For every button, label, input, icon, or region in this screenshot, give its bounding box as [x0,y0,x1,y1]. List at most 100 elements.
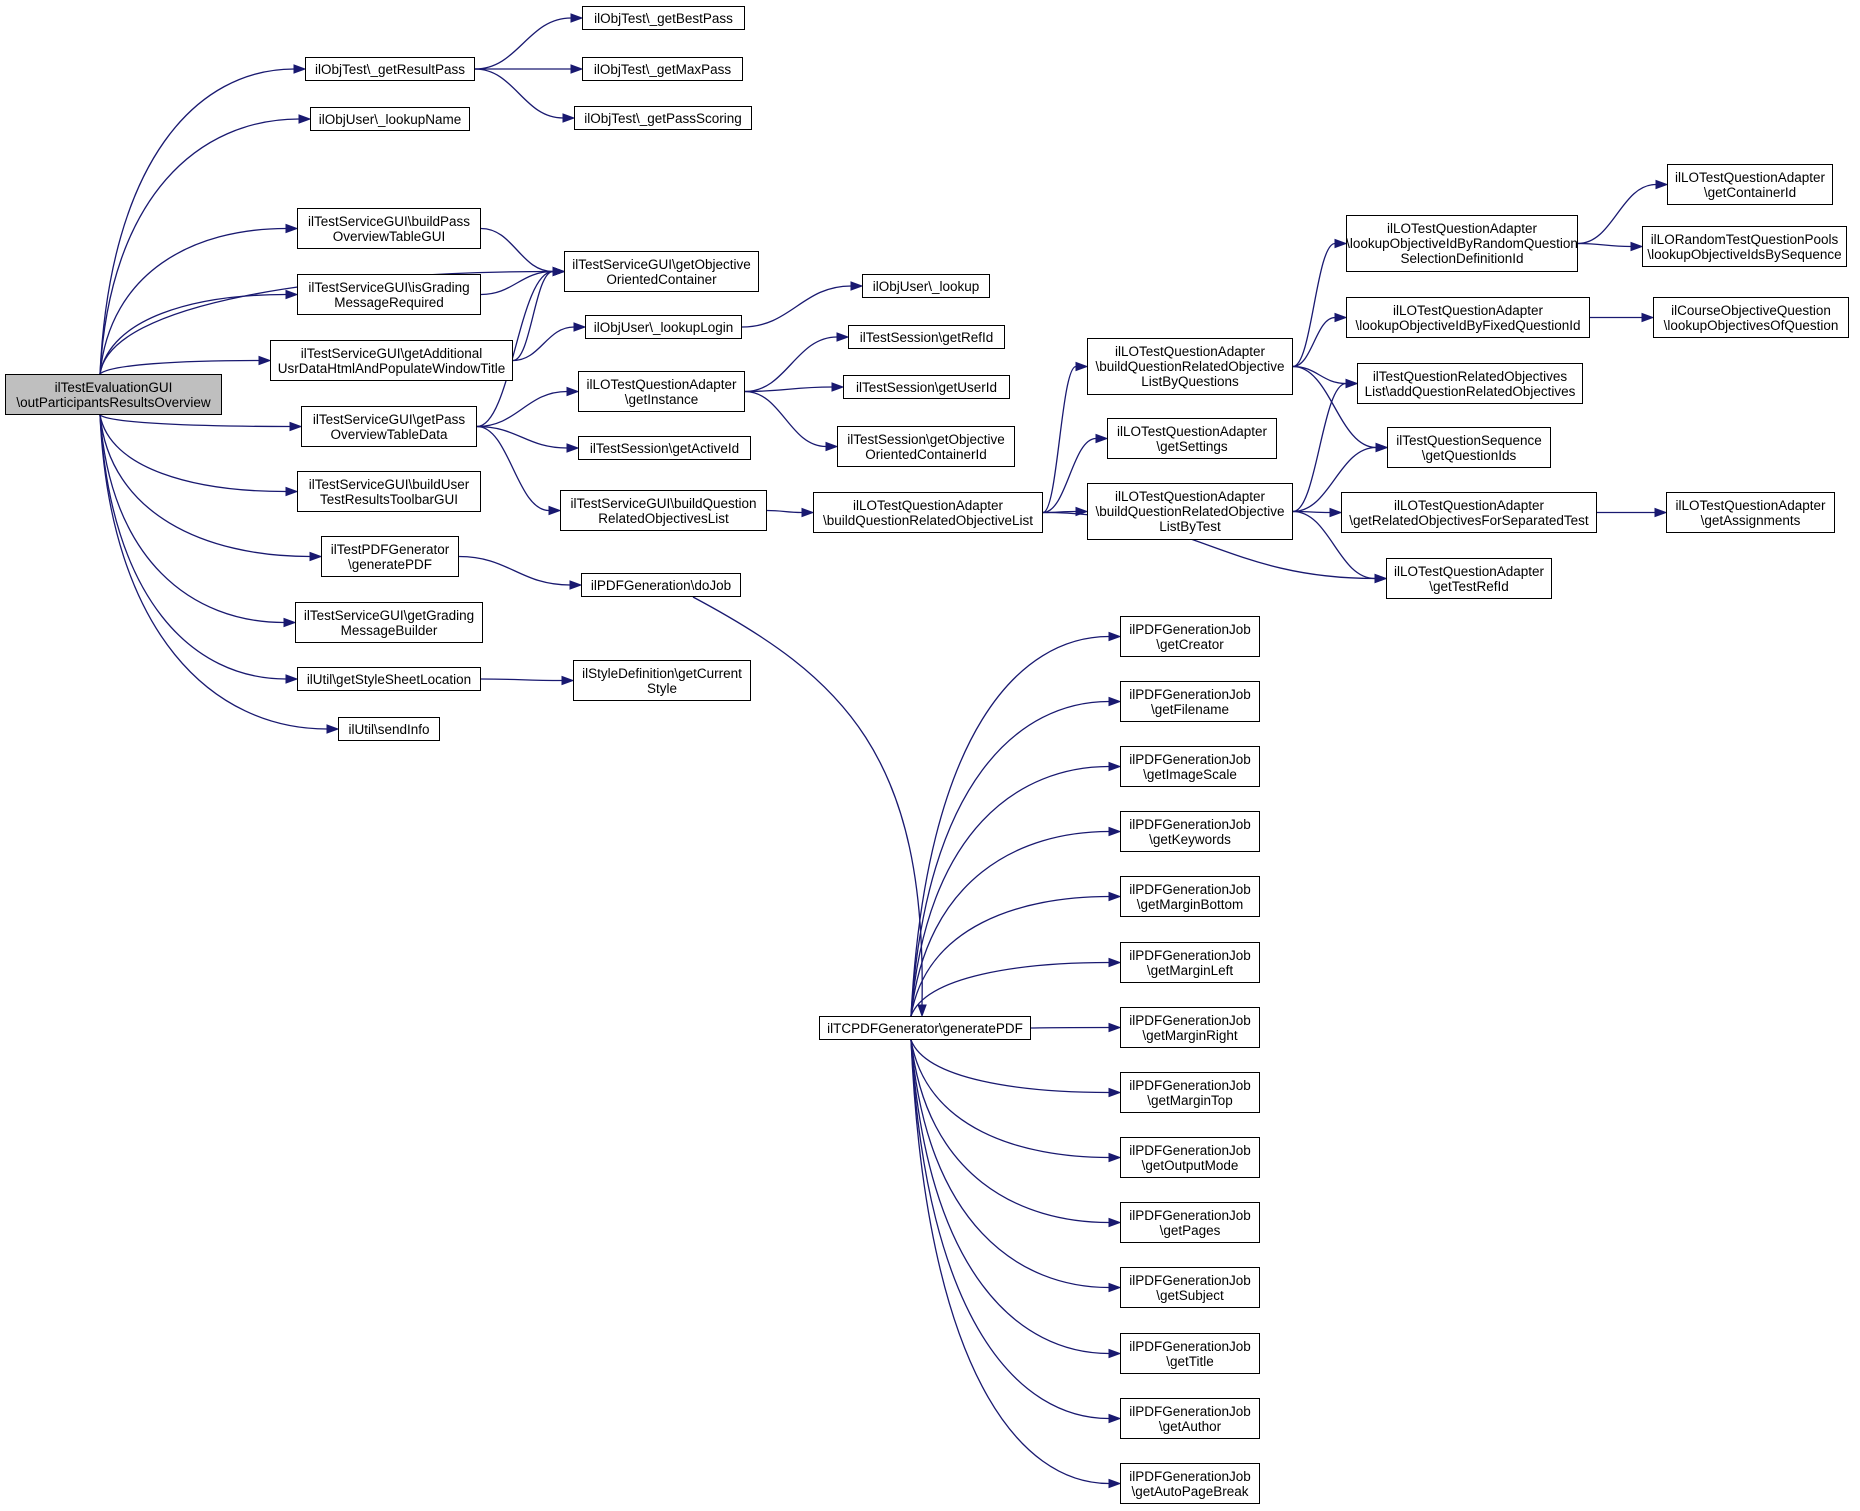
graph-node-test-pdf-generate[interactable]: ilTestPDFGenerator\generatePDF [321,536,459,577]
edge-listByQuestions-to-lookupByRandom [1292,242,1336,368]
graph-node-get-max-pass[interactable]: ilObjTest\_getMaxPass [582,57,743,81]
graph-node-label: ilPDFGenerationJob [1129,621,1251,637]
graph-node-send-info[interactable]: ilUtil\sendInfo [338,717,440,741]
edge-arrowhead [1345,378,1359,389]
graph-node-label: ilTestServiceGUI\getGrading [303,607,475,623]
graph-node-label: ilPDFGenerationJob [1129,1012,1251,1028]
edge-getPassOverviewTableData-to-getObjectiveOrientedContainer [476,270,554,428]
edge-tcpdfGenerate-to-getKeywords [910,830,1110,1017]
graph-node-get-creator[interactable]: ilPDFGenerationJob\getCreator [1120,616,1260,657]
graph-node-lookup-objectives-of-question[interactable]: ilCourseObjectiveQuestion\lookupObjectiv… [1653,297,1849,338]
graph-node-get-result-pass[interactable]: ilObjTest\_getResultPass [305,57,475,81]
graph-node-label: ListByTest [1159,519,1221,534]
graph-node-get-auto-page-break[interactable]: ilPDFGenerationJob\getAutoPageBreak [1120,1463,1260,1504]
graph-node-lookup-login[interactable]: ilObjUser\_lookupLogin [585,315,742,339]
graph-node-label: OverviewTableGUI [332,228,446,244]
graph-node-get-style-sheet-location[interactable]: ilUtil\getStyleSheetLocation [297,667,481,691]
edge-arrowhead [285,486,299,497]
edge-listByQuestions-to-getQuestionIds [1292,365,1377,449]
graph-node-label: ilTestSession\getRefId [859,329,994,345]
edge-buildQuestionRelatedObjectiveList-to-getSettings [1042,437,1097,514]
graph-node-label: UsrDataHtmlAndPopulateWindowTitle [277,360,506,376]
edge-buildQuestionRelatedObjectiveList-to-listByQuestions [1042,365,1077,514]
edge-arrowhead [850,281,864,291]
edge-listByQuestions-to-addQuestionRelatedObjectives [1292,365,1347,385]
graph-node-build-question-related-objective-list[interactable]: ilLOTestQuestionAdapter\buildQuestionRel… [813,492,1043,533]
edge-tcpdfGenerate-to-getOutputMode [910,1039,1110,1159]
graph-node-get-related-objectives-for-separated-test[interactable]: ilLOTestQuestionAdapter\getRelatedObject… [1341,492,1597,533]
graph-node-lookup-objective-ids-by-sequence[interactable]: ilLORandomTestQuestionPools\lookupObject… [1642,226,1847,267]
edge-arrowhead [570,13,584,23]
graph-node-label: Style [646,680,677,696]
graph-node-lookup-by-random[interactable]: ilLOTestQuestionAdapter\lookupObjectiveI… [1346,215,1578,272]
graph-node-get-ref-id[interactable]: ilTestSession\getRefId [848,325,1005,349]
edge-arrowhead [1108,1022,1122,1033]
graph-node-label: ilPDFGenerationJob [1129,1468,1251,1484]
graph-node-get-title[interactable]: ilPDFGenerationJob\getTitle [1120,1333,1260,1374]
graph-node-lookup-by-fixed[interactable]: ilLOTestQuestionAdapter\lookupObjectiveI… [1346,297,1590,338]
graph-node-label: RelatedObjectivesList [598,510,729,526]
graph-node-lookup[interactable]: ilObjUser\_lookup [862,274,990,298]
graph-node-list-by-test[interactable]: ilLOTestQuestionAdapter\buildQuestionRel… [1087,483,1293,540]
edge-root-to-lookupName [99,118,300,375]
graph-node-label: ilTestServiceGUI\buildPass [307,213,471,229]
graph-node-label: ilTestServiceGUI\getObjective [572,256,751,272]
edge-arrowhead [1108,1087,1122,1098]
graph-node-get-filename[interactable]: ilPDFGenerationJob\getFilename [1120,681,1260,722]
graph-node-get-pages[interactable]: ilPDFGenerationJob\getPages [1120,1202,1260,1243]
graph-node-get-instance[interactable]: ilLOTestQuestionAdapter\getInstance [578,371,745,412]
graph-node-get-best-pass[interactable]: ilObjTest\_getBestPass [582,6,745,30]
graph-node-get-margin-left[interactable]: ilPDFGenerationJob\getMarginLeft [1120,942,1260,983]
edge-arrowhead [1375,442,1389,453]
graph-node-get-active-id[interactable]: ilTestSession\getActiveId [578,436,751,460]
graph-node-get-settings[interactable]: ilLOTestQuestionAdapter\getSettings [1107,418,1277,459]
graph-node-get-author[interactable]: ilPDFGenerationJob\getAuthor [1120,1398,1260,1439]
graph-node-lookup-name[interactable]: ilObjUser\_lookupName [310,107,470,131]
graph-node-get-margin-bottom[interactable]: ilPDFGenerationJob\getMarginBottom [1120,876,1260,917]
graph-node-label: MessageRequired [334,294,444,310]
graph-node-root[interactable]: ilTestEvaluationGUI\outParticipantsResul… [5,374,222,415]
graph-node-get-output-mode[interactable]: ilPDFGenerationJob\getOutputMode [1120,1137,1260,1178]
graph-node-list-by-questions[interactable]: ilLOTestQuestionAdapter\buildQuestionRel… [1087,338,1293,395]
graph-node-get-margin-top[interactable]: ilPDFGenerationJob\getMarginTop [1120,1072,1260,1113]
edge-tcpdfGenerate-to-getImageScale [910,765,1110,1017]
edge-getAdditionalUsrData-to-getObjectiveOrientedContainer [512,270,554,362]
graph-node-get-keywords[interactable]: ilPDFGenerationJob\getKeywords [1120,811,1260,852]
graph-node-get-image-scale[interactable]: ilPDFGenerationJob\getImageScale [1120,746,1260,787]
edge-arrowhead [285,223,299,234]
graph-node-get-test-ref-id[interactable]: ilLOTestQuestionAdapter\getTestRefId [1386,558,1552,599]
edge-arrowhead [289,421,303,432]
graph-node-get-margin-right[interactable]: ilPDFGenerationJob\getMarginRight [1120,1007,1260,1048]
graph-node-label: ilTestServiceGUI\getPass [312,411,466,427]
graph-node-get-subject[interactable]: ilPDFGenerationJob\getSubject [1120,1267,1260,1308]
edge-arrowhead [917,1004,927,1018]
graph-node-get-assignments[interactable]: ilLOTestQuestionAdapter\getAssignments [1666,492,1835,533]
graph-node-get-user-id[interactable]: ilTestSession\getUserId [843,375,1010,399]
graph-node-label: ilPDFGenerationJob [1129,881,1251,897]
edge-arrowhead [1329,507,1343,518]
edge-listByTest-to-getQuestionIds [1292,446,1377,513]
graph-node-do-job[interactable]: ilPDFGeneration\doJob [581,573,741,597]
graph-node-get-container-id[interactable]: ilLOTestQuestionAdapter\getContainerId [1667,164,1833,205]
edge-listByQuestions-to-lookupByFixed [1292,316,1336,368]
edge-root-to-getGradingMessageBuilder [99,414,285,624]
graph-node-label: \getMarginRight [1142,1027,1238,1043]
edge-tcpdfGenerate-to-getPages [910,1039,1110,1224]
graph-node-get-pass-scoring[interactable]: ilObjTest\_getPassScoring [574,106,752,130]
graph-node-label: \getKeywords [1149,831,1231,847]
graph-node-label: ilTestSession\getObjective [847,431,1005,447]
graph-node-label: ilPDFGenerationJob [1129,816,1251,832]
graph-node-tcpdf-generate[interactable]: ilTCPDFGenerator\generatePDF [819,1016,1031,1040]
graph-node-get-question-ids[interactable]: ilTestQuestionSequence\getQuestionIds [1387,427,1551,468]
